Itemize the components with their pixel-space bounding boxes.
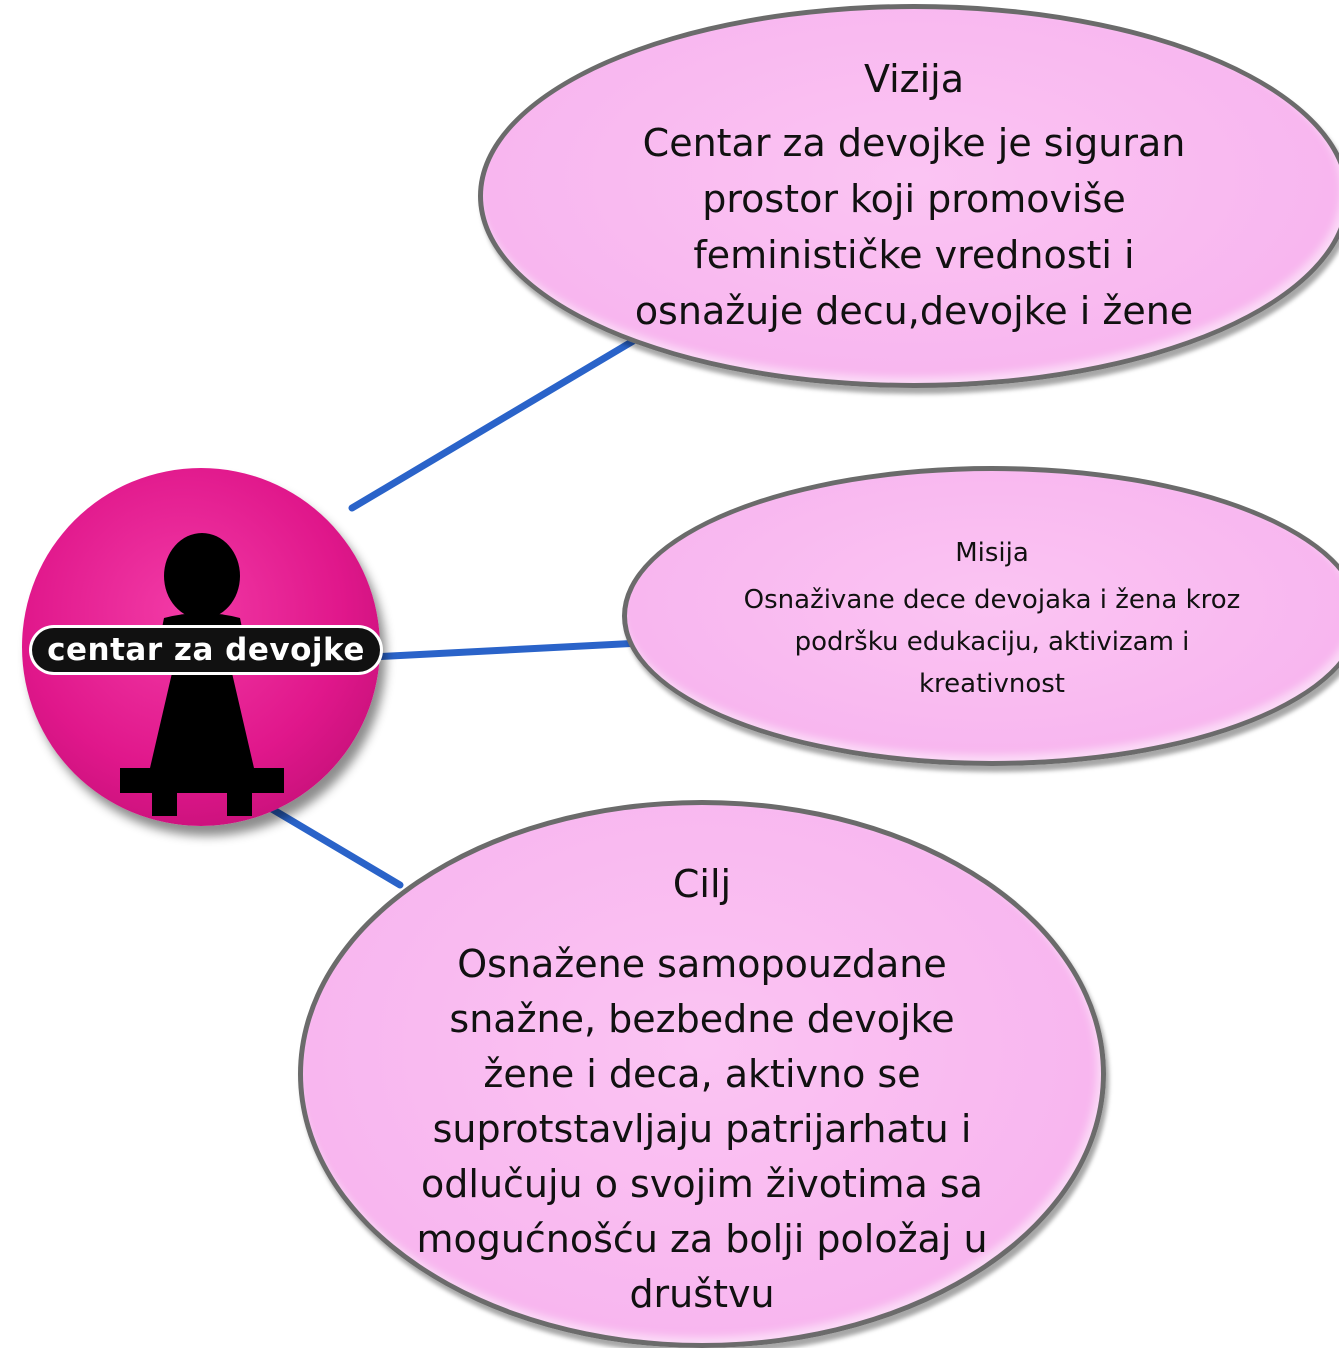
vision-text: Centar za devojke je siguran prostor koj… <box>634 121 1194 333</box>
connector-goal <box>246 792 404 889</box>
connector-vision <box>348 321 664 512</box>
centar-za-devojke-logo: centar za devojke <box>22 468 392 838</box>
vision-title: Vizija <box>863 57 965 101</box>
connector-mission <box>368 639 644 661</box>
mission-title: Misija <box>955 538 1029 568</box>
logo-label: centar za devojke <box>32 628 380 672</box>
vision-bubble: Vizija Centar za devojke je siguran pros… <box>478 4 1339 388</box>
goal-title: Cilj <box>672 862 732 906</box>
mission-text: Osnaživane dece devojaka i žena kroz pod… <box>743 585 1241 699</box>
goal-text: Osnažene samopouzdane snažne, bezbedne d… <box>416 942 988 1316</box>
goal-bubble: Cilj Osnažene samopouzdane snažne, bezbe… <box>298 800 1106 1348</box>
mission-bubble: Misija Osnaživane dece devojaka i žena k… <box>622 466 1339 766</box>
